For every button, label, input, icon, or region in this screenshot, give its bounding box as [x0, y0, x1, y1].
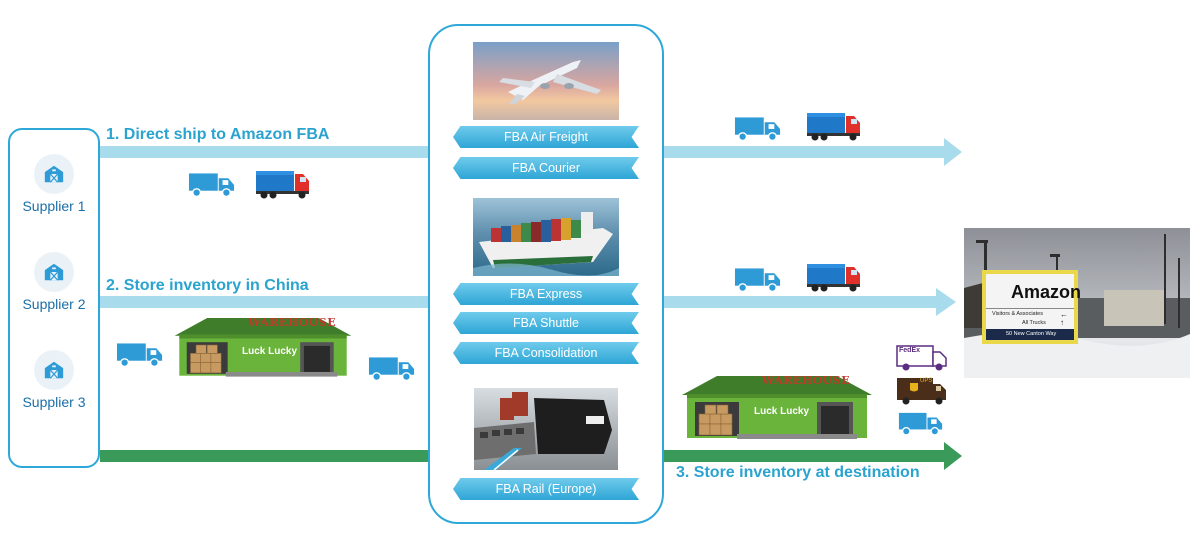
warehouse-sign: WAREHOUSE [248, 316, 337, 329]
supplier-1-label: Supplier 1 [22, 198, 86, 214]
warehouse-china: WAREHOUSE Luck Lucky [170, 312, 356, 378]
supplier-1: Supplier 1 [8, 154, 100, 214]
blue-truck-icon [188, 170, 236, 198]
supplier-3: Supplier 3 [8, 350, 100, 410]
amazon-sign-line2: All Trucks [1022, 320, 1046, 326]
blue-truck-icon [368, 354, 416, 382]
blue-truck-icon [116, 340, 164, 368]
route2-arrow-right [664, 288, 956, 316]
freight-train-photo [474, 388, 618, 470]
route2-label: 2. Store inventory in China [106, 277, 309, 294]
supplier-2: Supplier 2 [8, 252, 100, 312]
service-shuttle: FBA Shuttle [453, 312, 639, 334]
service-air-freight: FBA Air Freight [453, 126, 639, 148]
route1-label: 1. Direct ship to Amazon FBA [106, 126, 330, 143]
barn-icon [34, 154, 74, 194]
warehouse-brand: Luck Lucky [754, 406, 810, 417]
fedex-van-icon: FedEx [896, 344, 948, 372]
barn-icon [34, 350, 74, 390]
route1-arrow-left [100, 146, 430, 158]
left-arrow-icon: ← [1060, 310, 1068, 319]
service-express: FBA Express [453, 283, 639, 305]
amazon-sign-title: Amazon [1010, 282, 1081, 302]
service-courier: FBA Courier [453, 157, 639, 179]
ups-label: UPS [920, 378, 933, 384]
service-rail-europe: FBA Rail (Europe) [453, 478, 639, 500]
fedex-label: FedEx [899, 347, 921, 354]
ups-van-icon: UPS [896, 376, 948, 406]
amazon-sign-photo: Amazon Visitors & Associates All Trucks … [964, 228, 1190, 378]
amazon-sign-address: 50 New Canton Way [1006, 331, 1057, 337]
barn-icon [34, 252, 74, 292]
airplane-photo [473, 42, 619, 120]
blue-red-truck-icon [806, 261, 862, 293]
service-consolidation: FBA Consolidation [453, 342, 639, 364]
up-arrow-icon: ↑ [1060, 318, 1064, 327]
warehouse-destination: WAREHOUSE Luck Lucky [672, 370, 882, 440]
route1-arrow-right [664, 138, 962, 166]
route3-arrow-right [664, 442, 962, 470]
route3-label: 3. Store inventory at destination [676, 464, 920, 481]
fba-services-panel [428, 24, 664, 524]
route2-arrow-left [100, 296, 430, 308]
blue-truck-icon [898, 410, 944, 436]
supplier-2-label: Supplier 2 [22, 296, 86, 312]
blue-truck-icon [734, 114, 782, 142]
amazon-sign-line1: Visitors & Associates [992, 311, 1043, 317]
route3-arrow-left [100, 450, 430, 462]
blue-truck-icon [734, 265, 782, 293]
supplier-3-label: Supplier 3 [22, 394, 86, 410]
warehouse-brand: Luck Lucky [242, 346, 298, 357]
blue-red-truck-icon [255, 168, 311, 200]
warehouse-sign: WAREHOUSE [762, 374, 851, 387]
container-ship-photo [473, 198, 619, 276]
supplier-panel [8, 128, 100, 468]
blue-red-truck-icon [806, 110, 862, 142]
